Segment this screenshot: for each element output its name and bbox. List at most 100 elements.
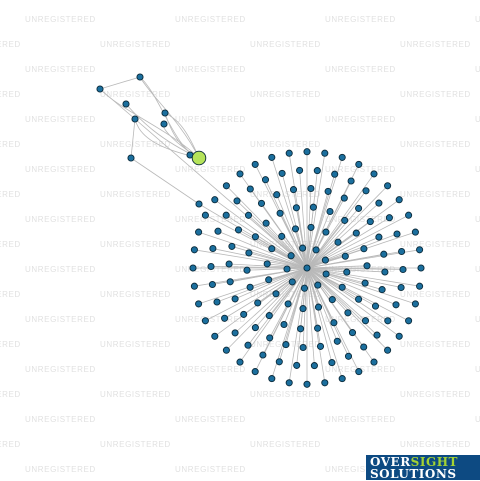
graph-node	[211, 332, 219, 340]
graph-node	[201, 317, 209, 325]
edge	[306, 202, 380, 269]
graph-node	[161, 109, 169, 117]
edge	[306, 170, 318, 269]
graph-node	[285, 379, 293, 387]
graph-node	[261, 176, 270, 184]
edge	[255, 267, 308, 328]
graph-node	[397, 283, 405, 292]
graph-node	[312, 246, 320, 254]
graph-node	[262, 219, 270, 227]
graph-node	[272, 290, 280, 298]
graph-node	[236, 170, 244, 178]
graph-node	[131, 115, 139, 123]
graph-node	[416, 282, 424, 290]
graph-node	[384, 346, 392, 354]
graph-node	[246, 283, 254, 291]
edge	[231, 246, 308, 269]
graph-node	[370, 170, 378, 178]
graph-node	[209, 244, 217, 253]
highlighted-node	[191, 150, 207, 166]
graph-node	[338, 375, 346, 383]
graph-node	[321, 149, 329, 157]
edge	[306, 267, 366, 321]
graph-node	[276, 209, 284, 217]
edge	[283, 267, 308, 325]
graph-node	[207, 262, 215, 271]
graph-node	[233, 197, 241, 205]
graph-node	[300, 284, 309, 292]
graph-node	[334, 238, 342, 246]
graph-node	[347, 177, 355, 185]
graph-node	[291, 225, 300, 233]
graph-node	[375, 199, 383, 207]
graph-node	[373, 331, 381, 339]
graph-node	[355, 204, 363, 212]
graph-node	[321, 256, 329, 264]
edge	[234, 267, 308, 300]
graph-node	[338, 153, 346, 161]
graph-node	[384, 317, 392, 325]
graph-node	[314, 324, 322, 332]
graph-node	[326, 207, 334, 216]
graph-node	[225, 260, 233, 268]
graph-node	[321, 379, 329, 387]
graph-node	[385, 214, 393, 222]
graph-node	[307, 223, 315, 231]
edge	[306, 267, 397, 306]
graph-node	[285, 149, 293, 157]
graph-node	[214, 227, 222, 235]
edge	[134, 118, 308, 269]
central-node	[303, 264, 311, 272]
graph-node	[231, 329, 239, 337]
graph-node	[221, 314, 229, 322]
graph-node	[289, 186, 298, 194]
graph-node	[231, 295, 239, 303]
graph-node	[280, 320, 288, 329]
graph-node	[384, 182, 392, 190]
graph-node	[366, 218, 374, 226]
graph-node	[370, 358, 378, 366]
graph-node	[293, 361, 301, 369]
graph-node	[355, 368, 363, 376]
graph-node	[211, 196, 219, 204]
graph-node	[361, 317, 370, 325]
graph-node	[313, 167, 321, 175]
brand-word-solutions: SOLUTIONS	[370, 467, 457, 481]
edge	[306, 267, 315, 366]
graph-node	[226, 278, 234, 286]
graph-node	[392, 301, 400, 309]
graph-node	[378, 286, 386, 294]
graph-node	[208, 280, 216, 289]
graph-node	[341, 216, 349, 224]
edge	[99, 76, 141, 90]
graph-node	[268, 245, 276, 253]
graph-node	[127, 154, 135, 162]
graph-node	[324, 187, 332, 195]
graph-node	[259, 351, 267, 359]
graph-node	[363, 262, 371, 270]
edge-group	[99, 76, 421, 385]
edge	[194, 249, 308, 269]
graph-node	[352, 229, 360, 237]
graph-node	[303, 380, 311, 388]
edge	[205, 267, 308, 322]
graph-node	[322, 228, 330, 236]
graph-node	[297, 325, 305, 333]
graph-node	[246, 185, 254, 193]
edge	[99, 88, 136, 120]
graph-node	[245, 249, 253, 257]
edge	[306, 208, 359, 269]
graph-node	[380, 250, 388, 258]
graph-node	[222, 182, 230, 190]
graph-node	[343, 268, 351, 276]
graph-node	[287, 252, 295, 260]
graph-node	[251, 368, 259, 376]
graph-node	[362, 187, 370, 195]
graph-node	[190, 282, 198, 290]
graph-node	[344, 309, 352, 317]
brand-word-over: OVER	[370, 455, 411, 469]
graph-node	[251, 160, 259, 168]
graph-node	[417, 264, 425, 272]
edge	[198, 231, 308, 269]
